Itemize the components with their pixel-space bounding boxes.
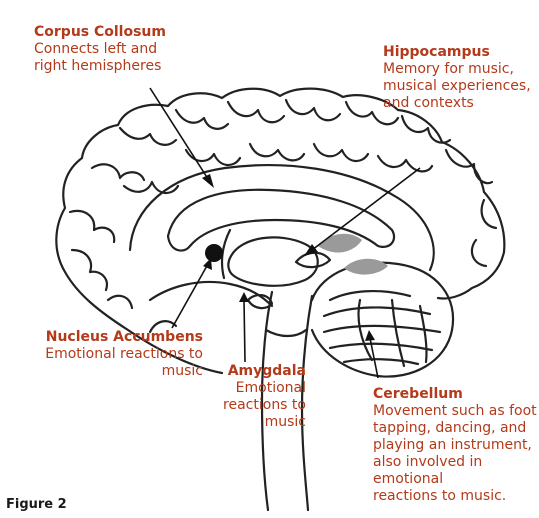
cortex-fold (378, 156, 432, 171)
cerebellum-description: Movement such as foot tapping, dancing, … (373, 403, 539, 505)
ventricle-shading (318, 234, 362, 253)
amygdala-label: Amygdala Emotional reactions to music (214, 363, 306, 431)
cortex-fold (446, 150, 492, 183)
amygdala-pointer (244, 300, 245, 362)
amygdala-arrowhead (239, 292, 249, 302)
corpus-collosum-description: Connects left and right hemispheres (34, 41, 166, 75)
cortex-fold (108, 296, 132, 308)
corpus-collosum-title: Corpus Collosum (34, 24, 166, 41)
cerebellum-arrowhead (365, 330, 375, 341)
cerebellum-title: Cerebellum (373, 386, 539, 403)
hippocampus-description: Memory for music, musical experiences, a… (383, 61, 531, 112)
corpus-collosum-label: Corpus Collosum Connects left and right … (34, 24, 166, 75)
cerebellum-fold (330, 344, 432, 350)
cerebellum-fold (324, 307, 430, 316)
cortex-fold (120, 128, 176, 145)
nucleus-accumbens-arrowhead (203, 258, 212, 270)
hippocampus-body (296, 253, 330, 267)
cerebellum-fold (344, 359, 418, 364)
ventricle-shading (344, 259, 388, 275)
thalamus (228, 237, 317, 285)
cortex-fold (228, 102, 284, 122)
cortex-fold (250, 144, 304, 160)
hippocampus-label: Hippocampus Memory for music, musical ex… (383, 44, 531, 112)
cortex-fold (92, 164, 144, 180)
cerebellum-label: Cerebellum Movement such as foot tapping… (373, 386, 539, 505)
pons (266, 330, 306, 336)
nucleus-accumbens-pointer (172, 264, 208, 328)
cortex-fold (72, 250, 107, 290)
temporal-lobe (150, 282, 272, 306)
cerebellum-fold (324, 326, 440, 332)
nucleus-accumbens-description: Emotional reactions to music (8, 346, 203, 380)
cortex-fold (314, 144, 368, 161)
cerebellum-fold (330, 291, 410, 300)
nucleus-accumbens-label: Nucleus Accumbens Emotional reactions to… (8, 329, 203, 380)
cerebellum-branch (420, 306, 427, 362)
cortex-fold (472, 240, 486, 266)
cortex-fold (70, 211, 114, 242)
nucleus-accumbens-marker (205, 244, 223, 262)
figure-caption: Figure 2 (6, 497, 67, 512)
cortex-fold (286, 100, 340, 120)
corpus-collosum-arrowhead (202, 174, 214, 188)
nucleus-accumbens-title: Nucleus Accumbens (8, 329, 203, 346)
amygdala-description: Emotional reactions to music (214, 380, 306, 431)
amygdala-title: Amygdala (214, 363, 306, 380)
cortex-fold (176, 110, 228, 129)
corpus-collosum-pointer (150, 88, 210, 182)
hippocampus-title: Hippocampus (383, 44, 531, 61)
